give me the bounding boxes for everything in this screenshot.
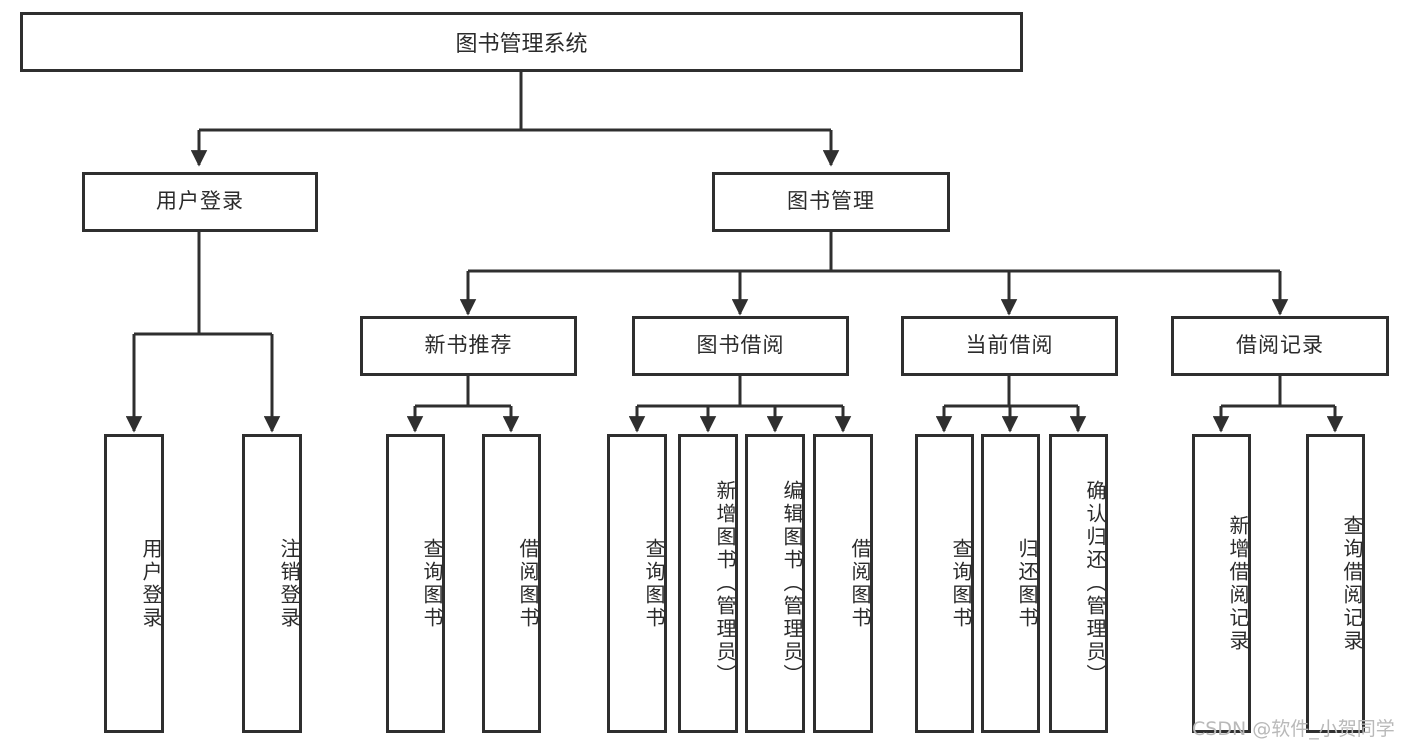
node-leaf-query-book-3[interactable]: 查询图书 bbox=[915, 434, 974, 733]
node-leaf-query-book-2[interactable]: 查询图书 bbox=[607, 434, 667, 733]
node-leaf-query-book-2-label: 查询图书 bbox=[642, 537, 666, 630]
node-leaf-borrow-book-2[interactable]: 借阅图书 bbox=[813, 434, 873, 733]
node-leaf-add-record-label: 新增借阅记录 bbox=[1226, 514, 1250, 653]
node-leaf-add-book[interactable]: 新增图书（管理员） bbox=[678, 434, 738, 733]
node-leaf-return-book-label: 归还图书 bbox=[1015, 537, 1039, 630]
node-leaf-user-login-label: 用户登录 bbox=[139, 537, 163, 630]
node-current-borrow-label: 当前借阅 bbox=[965, 333, 1054, 358]
node-leaf-borrow-book-1-label: 借阅图书 bbox=[516, 537, 540, 630]
node-book-manage[interactable]: 图书管理 bbox=[712, 172, 950, 232]
node-leaf-edit-book-label: 编辑图书（管理员） bbox=[780, 480, 804, 687]
node-new-book-rec-label: 新书推荐 bbox=[424, 333, 513, 358]
node-leaf-user-login[interactable]: 用户登录 bbox=[104, 434, 164, 733]
node-leaf-edit-book[interactable]: 编辑图书（管理员） bbox=[745, 434, 805, 733]
node-leaf-query-book-1-label: 查询图书 bbox=[420, 537, 444, 630]
node-user-login[interactable]: 用户登录 bbox=[82, 172, 318, 232]
node-leaf-logout-label: 注销登录 bbox=[277, 537, 301, 630]
node-leaf-query-book-1[interactable]: 查询图书 bbox=[386, 434, 445, 733]
node-root-label: 图书管理系统 bbox=[455, 32, 588, 57]
node-new-book-rec[interactable]: 新书推荐 bbox=[360, 316, 577, 376]
node-book-borrow-label: 图书借阅 bbox=[696, 333, 785, 358]
node-leaf-return-book[interactable]: 归还图书 bbox=[981, 434, 1040, 733]
node-leaf-confirm-return[interactable]: 确认归还（管理员） bbox=[1049, 434, 1108, 733]
node-leaf-borrow-book-1[interactable]: 借阅图书 bbox=[482, 434, 541, 733]
node-leaf-query-record[interactable]: 查询借阅记录 bbox=[1306, 434, 1365, 733]
node-leaf-query-book-3-label: 查询图书 bbox=[949, 537, 973, 630]
node-leaf-confirm-return-label: 确认归还（管理员） bbox=[1083, 480, 1107, 687]
node-leaf-add-book-label: 新增图书（管理员） bbox=[713, 480, 737, 687]
node-book-borrow[interactable]: 图书借阅 bbox=[632, 316, 849, 376]
node-leaf-query-record-label: 查询借阅记录 bbox=[1340, 514, 1364, 653]
node-leaf-add-record[interactable]: 新增借阅记录 bbox=[1192, 434, 1251, 733]
node-leaf-logout[interactable]: 注销登录 bbox=[242, 434, 302, 733]
node-leaf-borrow-book-2-label: 借阅图书 bbox=[848, 537, 872, 630]
node-current-borrow[interactable]: 当前借阅 bbox=[901, 316, 1118, 376]
watermark-text: CSDN @软件_小贺同学 bbox=[1192, 718, 1395, 740]
node-borrow-record[interactable]: 借阅记录 bbox=[1171, 316, 1389, 376]
node-root[interactable]: 图书管理系统 bbox=[20, 12, 1023, 72]
node-borrow-record-label: 借阅记录 bbox=[1236, 333, 1324, 358]
node-book-manage-label: 图书管理 bbox=[787, 189, 875, 214]
node-user-login-label: 用户登录 bbox=[156, 189, 244, 214]
